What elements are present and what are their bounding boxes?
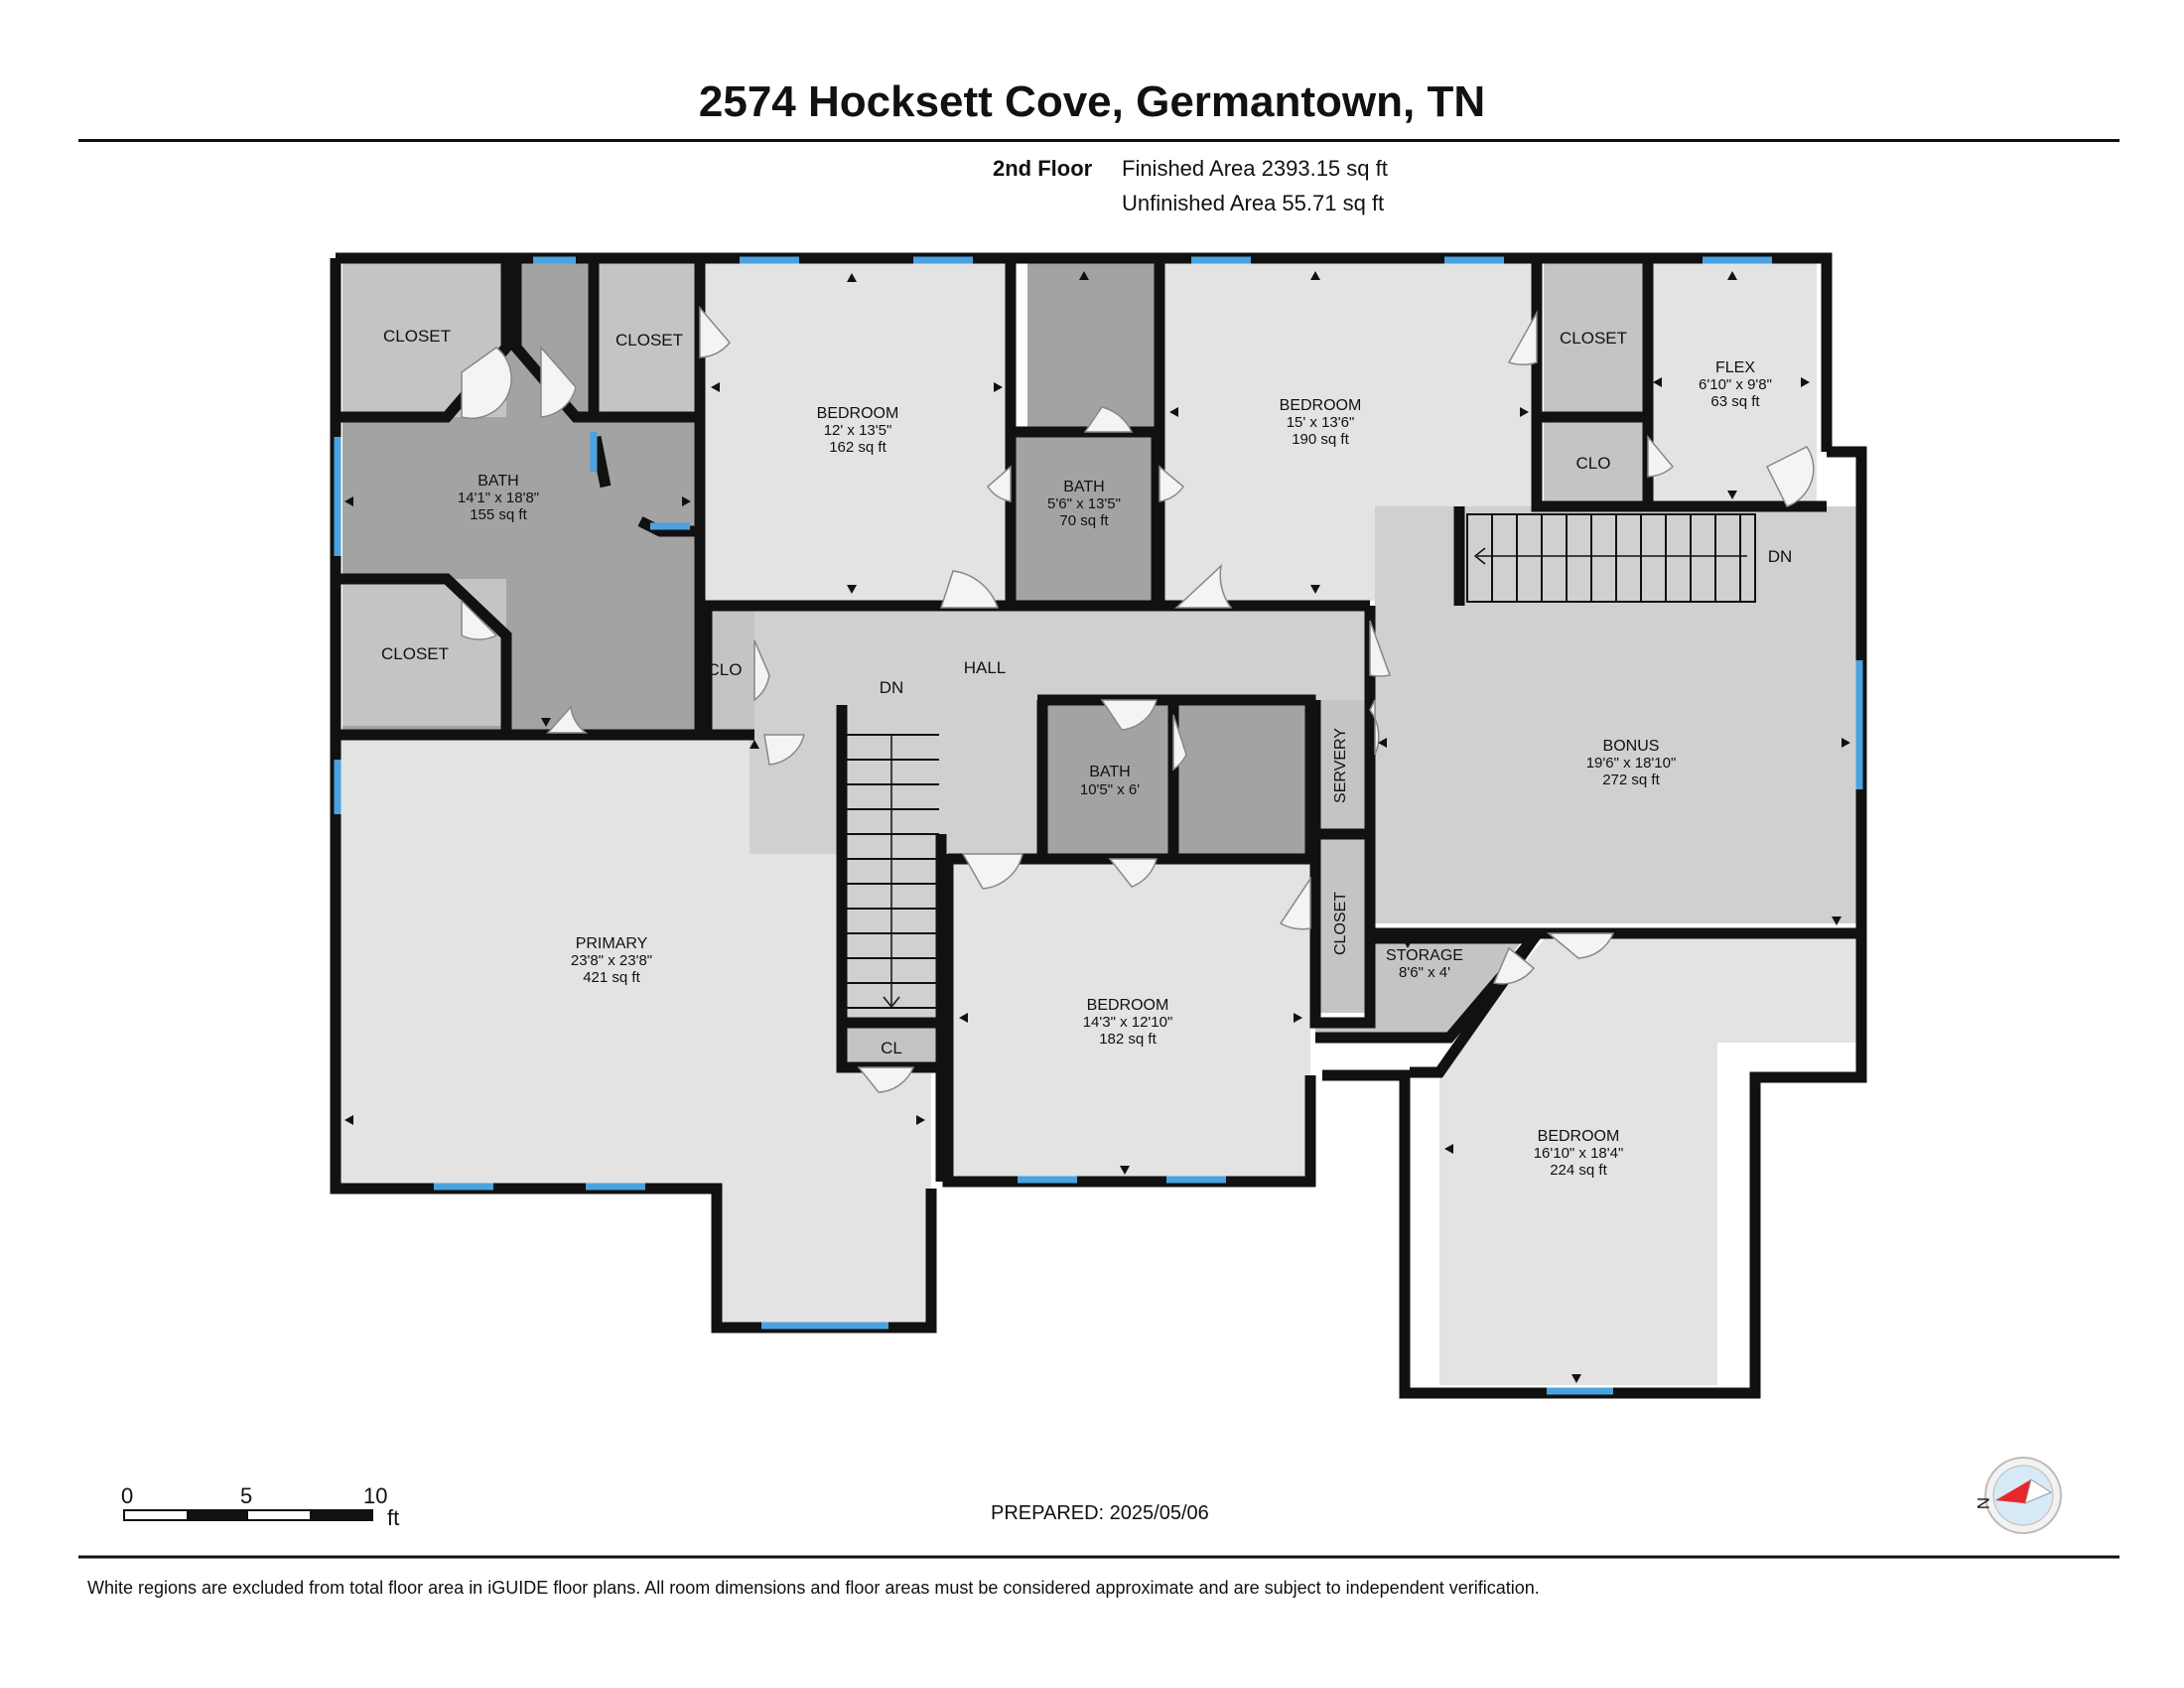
- flex-name: FLEX: [1715, 359, 1755, 376]
- closet-n2-label: CLOSET: [615, 331, 683, 350]
- scale-bar: [123, 1509, 373, 1521]
- bath-3b-fill: [1176, 700, 1305, 854]
- bedroom-2-name: BEDROOM: [1280, 397, 1362, 414]
- walls: [330, 252, 1867, 1399]
- bath-primary-area: 155 sq ft: [470, 506, 527, 523]
- closet-mid-fill: [1315, 834, 1365, 1013]
- servery-label: SERVERY: [1332, 728, 1349, 803]
- primary-name: PRIMARY: [576, 935, 648, 952]
- clo-ne-fill: [1544, 422, 1643, 501]
- bath-2-fill: [1013, 432, 1157, 601]
- flex-dims: 6'10" x 9'8": [1699, 376, 1772, 393]
- clo-hall-label: CLO: [708, 660, 743, 679]
- cl-label: CL: [881, 1039, 902, 1057]
- bath-3-fill: [1042, 700, 1171, 854]
- clo-hall-fill: [707, 606, 754, 730]
- bedroom-2-area: 190 sq ft: [1292, 431, 1349, 448]
- bonus-dims: 19'6" x 18'10": [1586, 755, 1677, 772]
- closet-mid-label: CLOSET: [1332, 892, 1349, 955]
- flex-area: 63 sq ft: [1710, 393, 1760, 410]
- page-title: 2574 Hocksett Cove, Germantown, TN: [698, 77, 1486, 126]
- bedroom-3-fill: [953, 859, 1310, 1182]
- bonus-name: BONUS: [1603, 738, 1660, 755]
- unfinished-area: Unfinished Area 55.71 sq ft: [1122, 191, 1385, 215]
- scale-tick-0: 0: [121, 1483, 134, 1508]
- compass-icon: [1984, 1457, 2062, 1534]
- bedroom-1-area: 162 sq ft: [829, 439, 887, 456]
- primary-alcove-fill: [717, 1172, 931, 1326]
- hall-label: HALL: [964, 658, 1007, 677]
- room-labels: CLOSET CLOSET BATH 14'1" x 18'8" 155 sq …: [381, 327, 1992, 1509]
- compass-label: N: [1974, 1497, 1992, 1509]
- bonus-area: 272 sq ft: [1602, 772, 1660, 788]
- storage-name: STORAGE: [1386, 947, 1463, 964]
- stair-dn-east-label: DN: [1768, 547, 1793, 566]
- primary-area: 421 sq ft: [583, 969, 640, 986]
- bedroom-2-dims: 15' x 13'6": [1287, 414, 1355, 431]
- dimension-arrows: [344, 271, 1850, 1383]
- doors: [461, 305, 1815, 1093]
- floor-label: 2nd Floor: [993, 156, 1093, 181]
- bedroom-1-name: BEDROOM: [817, 405, 899, 422]
- stair-west: [845, 734, 939, 1009]
- bedroom-4-fill: [1439, 933, 1856, 1385]
- bath-primary-dims: 14'1" x 18'8": [458, 490, 539, 506]
- bath-3-name: BATH: [1089, 764, 1130, 780]
- storage-dims: 8'6" x 4': [1399, 964, 1450, 981]
- closet-nw-label: CLOSET: [383, 327, 451, 346]
- scale-tick-5: 5: [240, 1483, 253, 1508]
- closet-ne-label: CLOSET: [1560, 329, 1627, 348]
- bath-2-top-fill: [1027, 263, 1157, 427]
- disclaimer-text: White regions are excluded from total fl…: [87, 1578, 1540, 1598]
- bath-3-dims: 10'5" x 6': [1080, 781, 1140, 798]
- closet-n2-fill: [599, 263, 698, 417]
- closet-sw-label: CLOSET: [381, 644, 449, 663]
- bedroom-1-dims: 12' x 13'5": [824, 422, 892, 439]
- closet-ne-fill: [1544, 263, 1643, 412]
- bath-primary-name: BATH: [478, 473, 518, 490]
- bath-2-dims: 5'6" x 13'5": [1047, 495, 1121, 512]
- bedroom-4-dims: 16'10" x 18'4": [1534, 1145, 1624, 1162]
- bedroom-3-dims: 14'3" x 12'10": [1083, 1014, 1173, 1031]
- stair-east: [1466, 513, 1756, 603]
- clo-ne-label: CLO: [1576, 454, 1611, 473]
- cl-fill: [845, 1028, 939, 1067]
- bedroom-3-name: BEDROOM: [1087, 997, 1169, 1014]
- bedroom-1-fill: [705, 263, 1008, 601]
- windows: [334, 256, 1863, 1395]
- room-fills: [336, 263, 1856, 1385]
- header-divider: [78, 139, 2119, 142]
- prepared-date: PREPARED: 2025/05/06: [991, 1502, 1209, 1524]
- bedroom-4-area: 224 sq ft: [1550, 1162, 1607, 1179]
- storage-fill: [1315, 938, 1524, 1038]
- bath-2-area: 70 sq ft: [1059, 512, 1109, 529]
- scale-unit: ft: [387, 1505, 400, 1530]
- primary-dims: 23'8" x 23'8": [571, 952, 652, 969]
- finished-area: Finished Area 2393.15 sq ft: [1122, 156, 1388, 181]
- stair-dn-west-label: DN: [880, 678, 904, 697]
- bedroom-4-name: BEDROOM: [1538, 1128, 1620, 1145]
- bedroom-3-area: 182 sq ft: [1099, 1031, 1157, 1048]
- scale-tick-10: 10: [363, 1483, 388, 1508]
- bath-2-name: BATH: [1063, 479, 1104, 495]
- servery-fill: [1315, 700, 1365, 829]
